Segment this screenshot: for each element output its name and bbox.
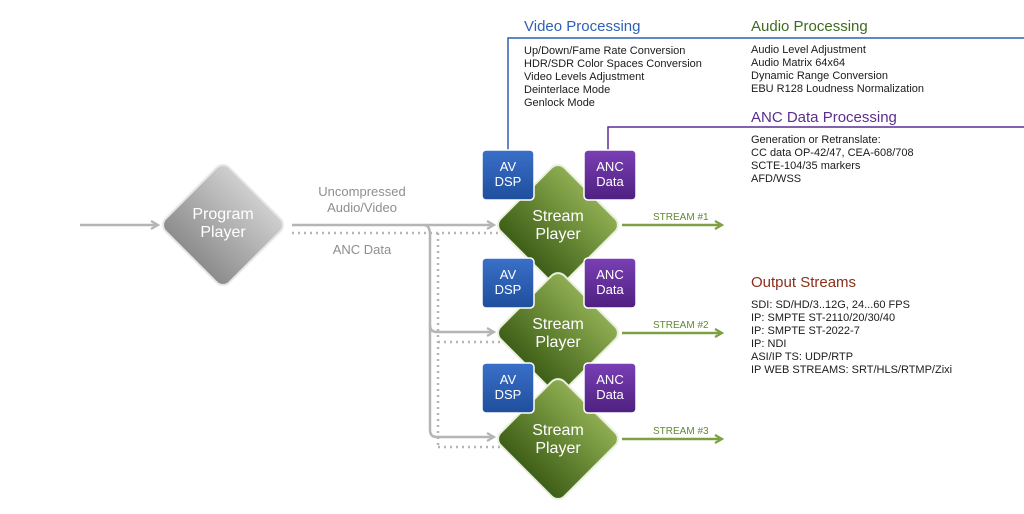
list-item: Audio Level Adjustment — [751, 44, 866, 56]
anc-processing-title: ANC Data Processing — [751, 109, 897, 126]
list-item: AFD/WSS — [751, 173, 802, 185]
uncompressed-line1: Uncompressed — [318, 184, 406, 199]
stream-tag-2: STREAM #2 — [653, 320, 709, 331]
video-bracket-line — [507, 37, 1024, 150]
av-dsp-line1: AV — [499, 372, 517, 387]
list-item: EBU R128 Loudness Normalization — [751, 83, 925, 95]
av-dsp-line1: AV — [499, 267, 517, 282]
video-processing-list: Up/Down/Fame Rate Conversion HDR/SDR Col… — [524, 45, 702, 110]
av-dsp-box-2 — [481, 257, 535, 309]
anc-data-line1: ANC — [596, 267, 624, 282]
uncompressed-line2: Audio/Video — [327, 200, 397, 215]
audio-processing-title: Audio Processing — [751, 18, 868, 35]
list-item: Video Levels Adjustment — [524, 71, 645, 83]
audio-processing-list: Audio Level Adjustment Audio Matrix 64x6… — [751, 44, 924, 96]
stream-player-line1: Stream — [532, 316, 584, 333]
stream-player-line2: Player — [535, 334, 581, 351]
av-dsp-line1: AV — [499, 159, 517, 174]
list-item: IP: SMPTE ST-2110/20/30/40 — [751, 312, 896, 324]
list-item: Up/Down/Fame Rate Conversion — [524, 45, 686, 57]
anc-data-box-3 — [583, 362, 637, 414]
list-item: Deinterlace Mode — [524, 84, 611, 96]
av-dsp-box-1 — [481, 149, 535, 201]
stream-tag-1: STREAM #1 — [653, 212, 709, 223]
av-dsp-box-3 — [481, 362, 535, 414]
list-item: CC data OP-42/47, CEA-608/708 — [751, 147, 914, 159]
stream-tag-3: STREAM #3 — [653, 426, 709, 437]
anc-data-line2: Data — [596, 174, 624, 189]
video-processing-title: Video Processing — [524, 18, 641, 35]
list-item: Dynamic Range Conversion — [751, 70, 888, 82]
program-player-line1: Program — [192, 206, 254, 223]
stream-player-line1: Stream — [532, 208, 584, 225]
anc-data-line1: ANC — [596, 159, 624, 174]
stream-player-line1: Stream — [532, 422, 584, 439]
output-streams-title: Output Streams — [751, 274, 857, 291]
list-item: SCTE-104/35 markers — [751, 160, 861, 172]
uncompressed-trunk — [423, 223, 494, 437]
list-item: HDR/SDR Color Spaces Conversion — [524, 58, 702, 70]
list-item: Generation or Retranslate: — [751, 134, 881, 146]
anc-data-box-1 — [583, 149, 637, 201]
list-item: ASI/IP TS: UDP/RTP — [751, 351, 854, 363]
stream-player-line2: Player — [535, 226, 581, 243]
program-player-line2: Player — [200, 224, 246, 241]
list-item: IP WEB STREAMS: SRT/HLS/RTMP/Zixi — [751, 364, 953, 376]
output-streams-list: SDI: SD/HD/3..12G, 24...60 FPS IP: SMPTE… — [751, 299, 952, 377]
uncompressed-branch-2 — [428, 324, 494, 332]
av-dsp-line2: DSP — [494, 282, 522, 297]
stream-player-line2: Player — [535, 440, 581, 457]
list-item: IP: NDI — [751, 338, 787, 350]
list-item: Audio Matrix 64x64 — [751, 57, 846, 69]
program-player-label: Program Player — [173, 206, 273, 242]
stream-players-group — [481, 149, 637, 500]
list-item: IP: SMPTE ST-2022-7 — [751, 325, 860, 337]
av-dsp-line2: DSP — [494, 387, 522, 402]
anc-bracket-line — [607, 126, 1024, 150]
anc-data-box-2 — [583, 257, 637, 309]
anc-data-line2: Data — [596, 387, 624, 402]
uncompressed-label: Uncompressed Audio/Video — [302, 184, 422, 216]
anc-processing-list: Generation or Retranslate: CC data OP-42… — [751, 134, 914, 186]
program-player-diamond — [162, 164, 284, 286]
list-item: SDI: SD/HD/3..12G, 24...60 FPS — [751, 299, 910, 311]
anc-data-flow-label: ANC Data — [332, 242, 392, 257]
list-item: Genlock Mode — [524, 97, 595, 109]
anc-data-line1: ANC — [596, 372, 624, 387]
av-dsp-line2: DSP — [494, 174, 522, 189]
anc-data-line2: Data — [596, 282, 624, 297]
